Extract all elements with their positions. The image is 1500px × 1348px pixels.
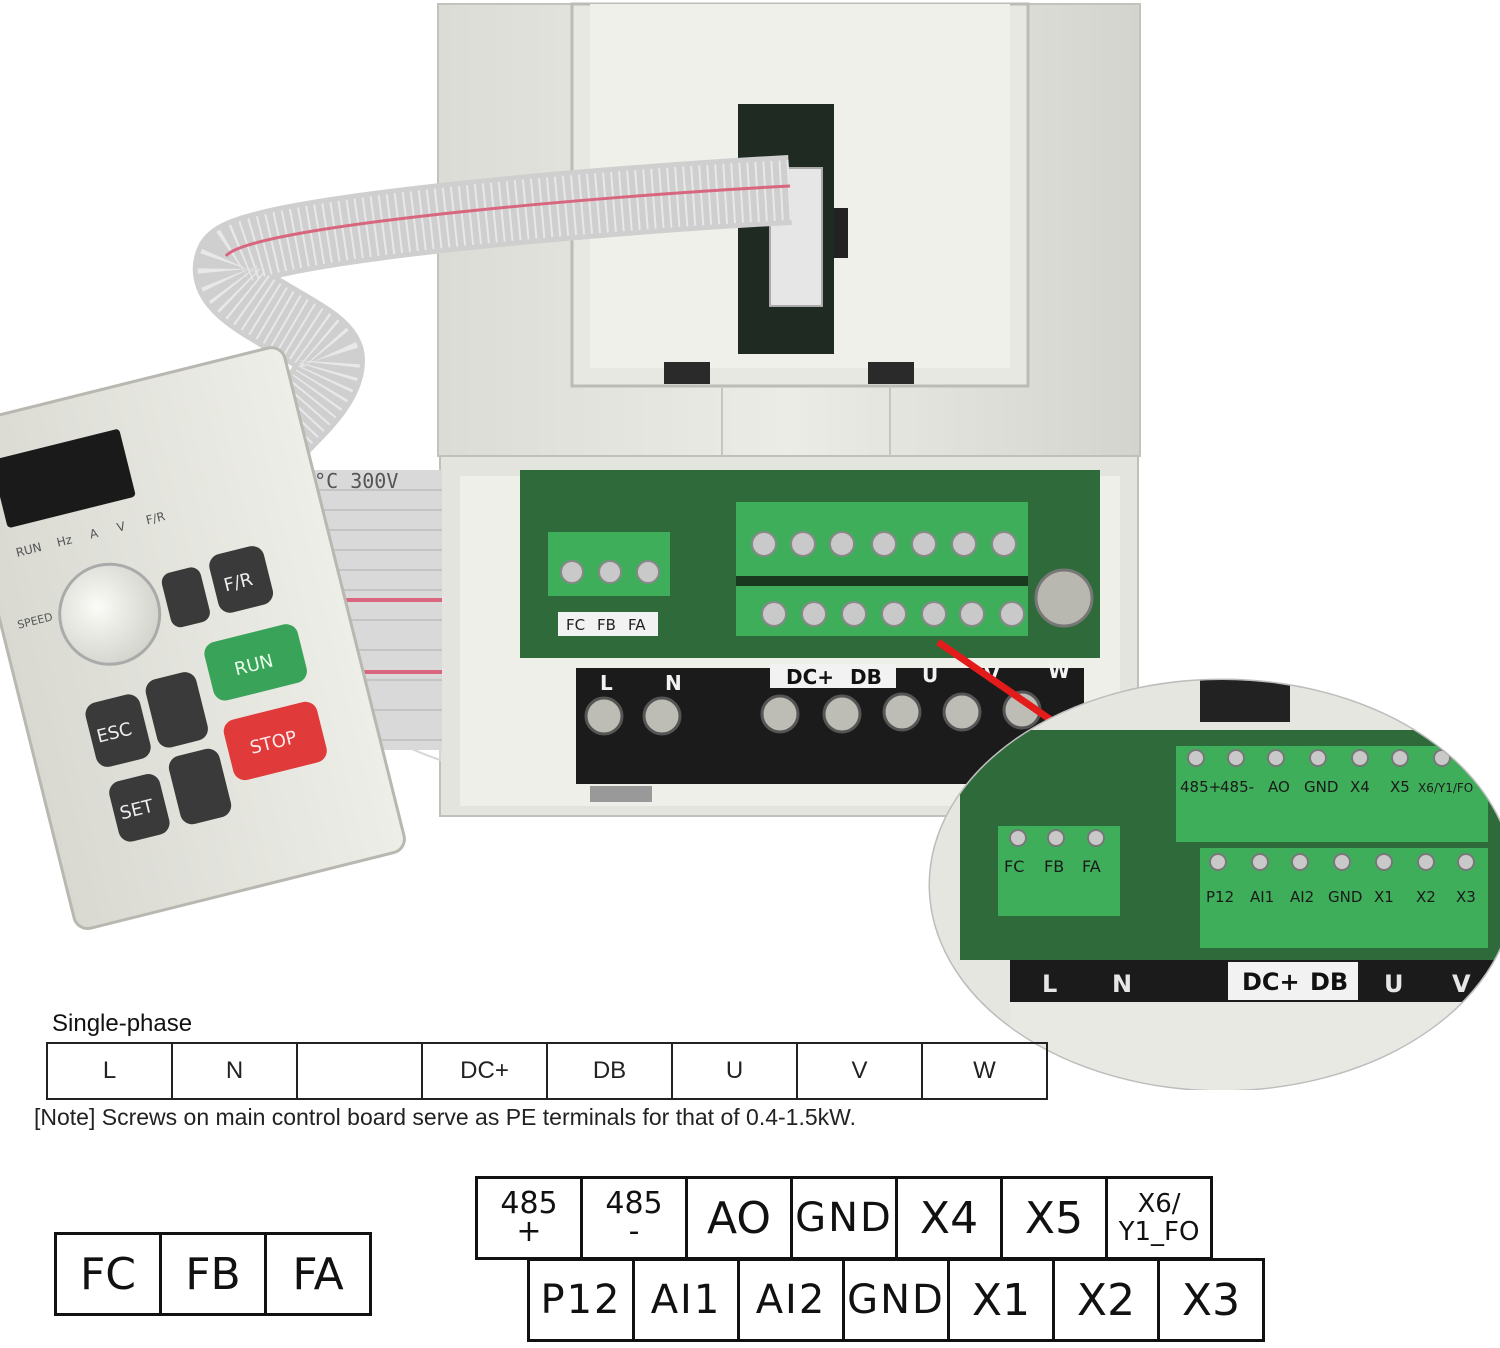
- table-row: L N DC+ DB U V W: [46, 1042, 1048, 1100]
- control-terminal-485-minus: 485 -: [580, 1176, 688, 1260]
- inset-top-gnd: GND: [1304, 778, 1338, 796]
- control-terminal-ao: AO: [685, 1176, 793, 1260]
- power-label-u: U: [922, 663, 938, 687]
- board-label-fb: FB: [597, 616, 616, 634]
- inset-bottom-gnd: GND: [1328, 888, 1362, 906]
- inset-bottom-x3: X3: [1456, 888, 1476, 906]
- control-terminal-gnd-bottom: GND: [842, 1258, 950, 1342]
- inset-bottom-x1: X1: [1374, 888, 1394, 906]
- inset-top-x5: X5: [1390, 778, 1410, 796]
- control-terminal-p12: P12: [527, 1258, 635, 1342]
- control-terminal-gnd-top: GND: [790, 1176, 898, 1260]
- keypad-display: [0, 429, 136, 528]
- up-key: [145, 672, 208, 748]
- relay-terminal-fa: FA: [264, 1232, 372, 1316]
- pe-terminal-note: [Note] Screws on main control board serv…: [34, 1104, 856, 1130]
- inset-bottom-p12: P12: [1206, 888, 1234, 906]
- single-phase-table: L N DC+ DB U V W: [46, 1042, 1048, 1100]
- power-label-l: L: [600, 671, 613, 695]
- sp-cell-n: N: [171, 1042, 298, 1100]
- esc-key: [85, 694, 151, 767]
- relay-terminal-fc: FC: [54, 1232, 162, 1316]
- inset-relay-fc: FC: [1004, 857, 1024, 876]
- terminal-line2: Y1_FO: [1118, 1217, 1200, 1247]
- inset-power-v: V: [1452, 970, 1471, 998]
- inset-relay-fb: FB: [1044, 857, 1064, 876]
- power-label-dcplus: DC+: [786, 665, 834, 689]
- speed-knob: [58, 562, 162, 666]
- power-label-db: DB: [850, 665, 882, 689]
- board-label-fc: FC: [566, 616, 585, 634]
- inset-top-485p: 485+: [1180, 778, 1221, 796]
- inset-relay-fa: FA: [1082, 857, 1101, 876]
- terminal-line1: 485: [605, 1186, 663, 1221]
- control-terminal-x6-y1fo: X6/ Y1_FO: [1105, 1176, 1213, 1260]
- connector-board: [738, 104, 848, 354]
- relay-terminal-fb: FB: [159, 1232, 267, 1316]
- control-terminal-x3: X3: [1157, 1258, 1265, 1342]
- inset-top-485m: 485-: [1220, 778, 1254, 796]
- sp-cell-dcplus: DC+: [421, 1042, 548, 1100]
- inset-power-l: L: [1042, 970, 1057, 998]
- inset-top-x4: X4: [1350, 778, 1370, 796]
- power-label-w: W: [1048, 659, 1070, 683]
- indicator-fr: F/R: [144, 509, 166, 527]
- inset-bottom-x2: X2: [1416, 888, 1436, 906]
- inset-power-u: U: [1384, 970, 1404, 998]
- inset-bottom-ai2: AI2: [1290, 888, 1314, 906]
- control-terminal-ai1: AI1: [632, 1258, 740, 1342]
- inset-power-n: N: [1112, 970, 1132, 998]
- inset-power-dcplus: DC+: [1242, 968, 1300, 996]
- terminal-line1: X6/: [1137, 1189, 1181, 1219]
- terminal-line1: 485: [500, 1186, 558, 1221]
- keypad: RUN Hz A V F/R SPEED F/R RUN ESC STOP SE…: [0, 346, 406, 930]
- sp-cell-empty: [296, 1042, 423, 1100]
- control-terminal-485-plus: 485 +: [475, 1176, 583, 1260]
- left-key: [161, 567, 210, 628]
- product-photo: J5°C 300V FC FB FA L N: [0, 2, 1500, 1090]
- inset-bottom-ai1: AI1: [1250, 888, 1274, 906]
- terminal-line2: +: [516, 1214, 542, 1249]
- sp-cell-v: V: [796, 1042, 923, 1100]
- control-terminal-x2: X2: [1052, 1258, 1160, 1342]
- down-key: [168, 748, 232, 825]
- zoom-inset: 485+ 485- AO GND X4 X5 X6/Y1/FO P1: [928, 678, 1500, 1090]
- control-terminal-ai2: AI2: [737, 1258, 845, 1342]
- terminal-line2: -: [628, 1214, 640, 1249]
- control-terminal-x1: X1: [947, 1258, 1055, 1342]
- inset-top-x6: X6/Y1/FO: [1418, 781, 1473, 795]
- sp-cell-w: W: [921, 1042, 1048, 1100]
- set-key: [109, 773, 170, 842]
- sp-cell-l: L: [46, 1042, 173, 1100]
- single-phase-title: Single-phase: [52, 1010, 193, 1037]
- sp-cell-u: U: [671, 1042, 798, 1100]
- control-pcb: FC FB FA: [520, 470, 1100, 658]
- control-terminal-x5: X5: [1000, 1176, 1108, 1260]
- run-key: [204, 624, 307, 701]
- indicator-hz: Hz: [55, 532, 73, 549]
- sp-cell-db: DB: [546, 1042, 673, 1100]
- inset-power-db: DB: [1310, 968, 1348, 996]
- inset-top-ao: AO: [1268, 778, 1290, 796]
- power-label-n: N: [665, 671, 682, 695]
- board-label-fa: FA: [628, 616, 646, 634]
- inset-top-row: 485+ 485- AO GND X4 X5 X6/Y1/FO: [1180, 778, 1473, 796]
- fr-key: [209, 546, 274, 613]
- stop-key: [223, 701, 327, 781]
- indicator-run: RUN: [14, 540, 43, 560]
- control-terminal-x4: X4: [895, 1176, 1003, 1260]
- inset-bottom-row: P12 AI1 AI2 GND X1 X2 X3: [1206, 888, 1476, 906]
